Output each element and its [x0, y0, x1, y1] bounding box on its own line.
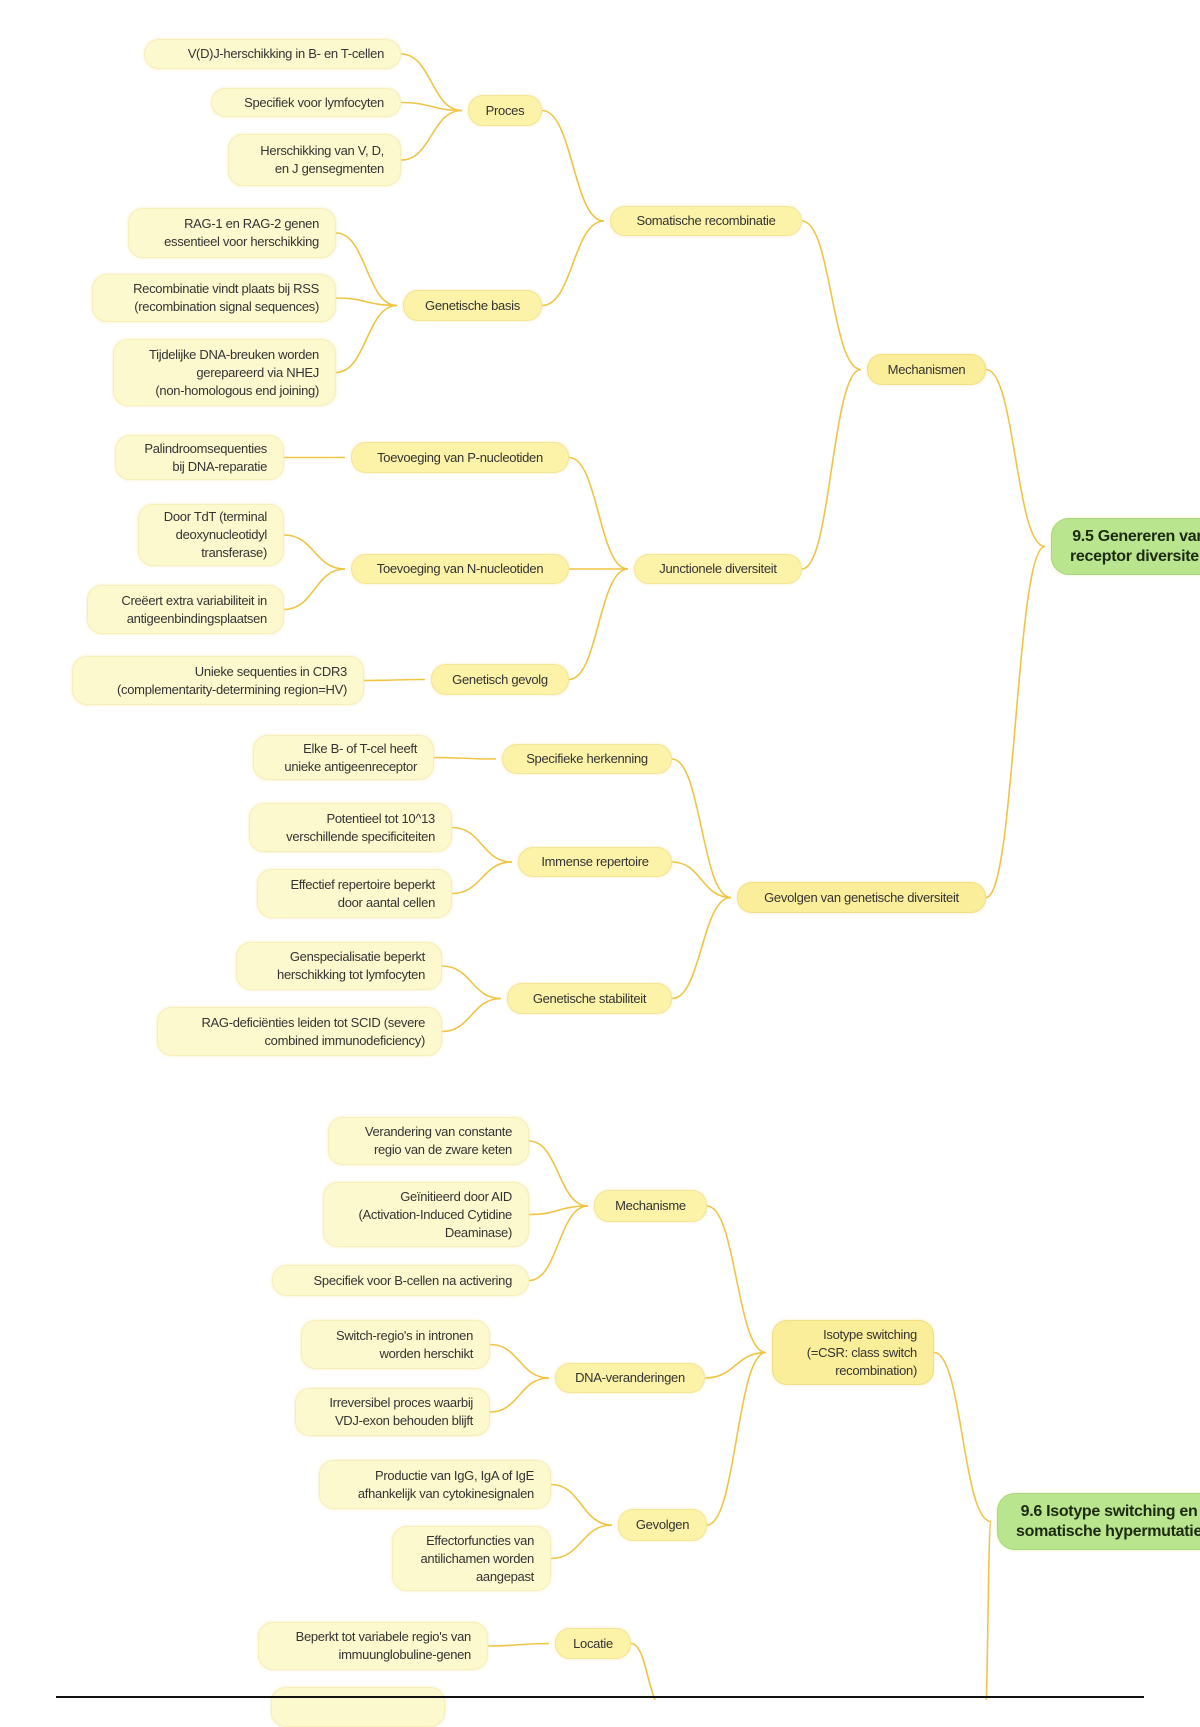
connector-line: [441, 965, 502, 1000]
root-node-9-6[interactable]: 9.6 Isotype switching en somatische hype…: [997, 1493, 1200, 1550]
connector-line: [933, 1351, 992, 1523]
leaf-node[interactable]: Productie van IgG, IgA of IgE afhankelij…: [319, 1460, 551, 1509]
leaf-node[interactable]: RAG-deficiënties leiden tot SCID (severe…: [157, 1007, 442, 1056]
connector-line: [985, 1520, 992, 1700]
connector-line: [433, 756, 497, 760]
connector-line: [541, 220, 605, 307]
root-node-9-5[interactable]: 9.5 Genereren van receptor diversiteit: [1051, 518, 1200, 575]
connector-line: [985, 368, 1046, 548]
leaf-node[interactable]: Effectorfuncties van antilichamen worden…: [392, 1526, 551, 1591]
node-dna-veranderingen[interactable]: DNA-veranderingen: [555, 1363, 705, 1393]
connector-line: [550, 1524, 613, 1560]
connector-line: [283, 568, 346, 611]
connector-line: [400, 101, 463, 112]
connector-line: [801, 220, 862, 371]
leaf-node[interactable]: Effectief repertoire beperkt door aantal…: [257, 869, 452, 918]
connector-line: [985, 545, 1046, 899]
connector-line: [528, 1205, 589, 1282]
leaf-node[interactable]: Switch-regio's in intronen worden hersch…: [301, 1320, 490, 1369]
connector-line: [541, 109, 605, 222]
node-locatie[interactable]: Locatie: [555, 1628, 631, 1659]
connector-line: [671, 896, 732, 1000]
connector-line: [671, 861, 732, 899]
leaf-node[interactable]: V(D)J-herschikking in B- en T-cellen: [144, 39, 401, 69]
node-proces[interactable]: Proces: [468, 95, 542, 126]
page-bottom-rule: [56, 1696, 1144, 1698]
node-genetische-basis[interactable]: Genetische basis: [403, 290, 542, 321]
leaf-node[interactable]: Beperkt tot variabele regio's van immuun…: [258, 1622, 488, 1670]
connector-line: [801, 368, 862, 570]
leaf-node[interactable]: Creëert extra variabiliteit in antigeenb…: [87, 585, 284, 634]
node-genetisch-gevolg[interactable]: Genetisch gevolg: [431, 664, 569, 695]
connector-line: [451, 826, 513, 863]
connector-line: [630, 1642, 657, 1700]
connector-line: [283, 534, 346, 570]
leaf-node[interactable]: Unieke sequenties in CDR3 (complementari…: [72, 656, 364, 705]
leaf-node[interactable]: Elke B- of T-cel heeft unieke antigeenre…: [253, 735, 434, 780]
node-toevoeging-p[interactable]: Toevoeging van P-nucleotiden: [351, 442, 569, 473]
connector-line: [706, 1205, 767, 1354]
leaf-node[interactable]: Specifiek voor lymfocyten: [211, 88, 401, 117]
leaf-node[interactable]: Potentieel tot 10^13 verschillende speci…: [249, 803, 452, 852]
connector-line: [568, 456, 629, 570]
connector-line: [706, 1351, 767, 1526]
leaf-node[interactable]: Recombinatie vindt plaats bij RSS (recom…: [92, 274, 336, 322]
node-immense-repertoire[interactable]: Immense repertoire: [518, 847, 672, 877]
node-gevolgen-genetische-diversiteit[interactable]: Gevolgen van genetische diversiteit: [737, 882, 986, 913]
node-mechanismen[interactable]: Mechanismen: [867, 354, 986, 385]
connector-line: [400, 53, 463, 112]
connector-line: [441, 997, 502, 1033]
leaf-node[interactable]: Irreversibel proces waarbij VDJ-exon beh…: [295, 1388, 490, 1436]
connector-line: [487, 1642, 550, 1647]
connector-line: [335, 304, 398, 374]
connector-line: [671, 758, 732, 899]
node-somatische-recombinatie[interactable]: Somatische recombinatie: [610, 206, 802, 236]
connector-line: [704, 1351, 767, 1379]
connector-line: [335, 297, 398, 307]
node-junctionele-diversiteit[interactable]: Junctionele diversiteit: [634, 554, 802, 584]
leaf-node[interactable]: Tijdelijke DNA-breuken worden gerepareer…: [113, 339, 336, 406]
connector-line: [400, 109, 463, 161]
node-specifieke-herkenning[interactable]: Specifieke herkenning: [502, 744, 672, 774]
leaf-node[interactable]: Genspecialisatie beperkt herschikking to…: [236, 942, 442, 990]
connector-line: [550, 1483, 613, 1526]
leaf-node[interactable]: Specifiek voor B-cellen na activering: [272, 1265, 529, 1296]
connector-line: [489, 1343, 550, 1379]
node-gevolgen[interactable]: Gevolgen: [618, 1509, 707, 1541]
connector-line: [363, 678, 426, 682]
connector-line: [335, 232, 398, 307]
leaf-node[interactable]: Verandering van constante regio van de z…: [328, 1117, 529, 1165]
connector-line: [568, 568, 629, 681]
leaf-node-partial[interactable]: [271, 1687, 445, 1727]
leaf-node[interactable]: RAG-1 en RAG-2 genen essentieel voor her…: [128, 208, 336, 258]
node-mechanisme[interactable]: Mechanisme: [594, 1190, 707, 1222]
leaf-node[interactable]: Geïnitieerd door AID (Activation-Induced…: [323, 1182, 529, 1247]
connector-line: [489, 1377, 550, 1413]
node-toevoeging-n[interactable]: Toevoeging van N-nucleotiden: [351, 554, 569, 584]
connector-line: [528, 1205, 589, 1216]
leaf-node[interactable]: Door TdT (terminal deoxynucleotidyl tran…: [138, 504, 284, 566]
node-isotype-switching[interactable]: Isotype switching (=CSR: class switch re…: [772, 1320, 934, 1385]
leaf-node[interactable]: Palindroomsequenties bij DNA-reparatie: [115, 435, 284, 480]
connector-line: [528, 1140, 589, 1207]
connector-line: [451, 861, 513, 895]
node-genetische-stabiliteit[interactable]: Genetische stabiliteit: [507, 983, 672, 1014]
leaf-node[interactable]: Herschikking van V, D, en J gensegmenten: [228, 134, 401, 186]
